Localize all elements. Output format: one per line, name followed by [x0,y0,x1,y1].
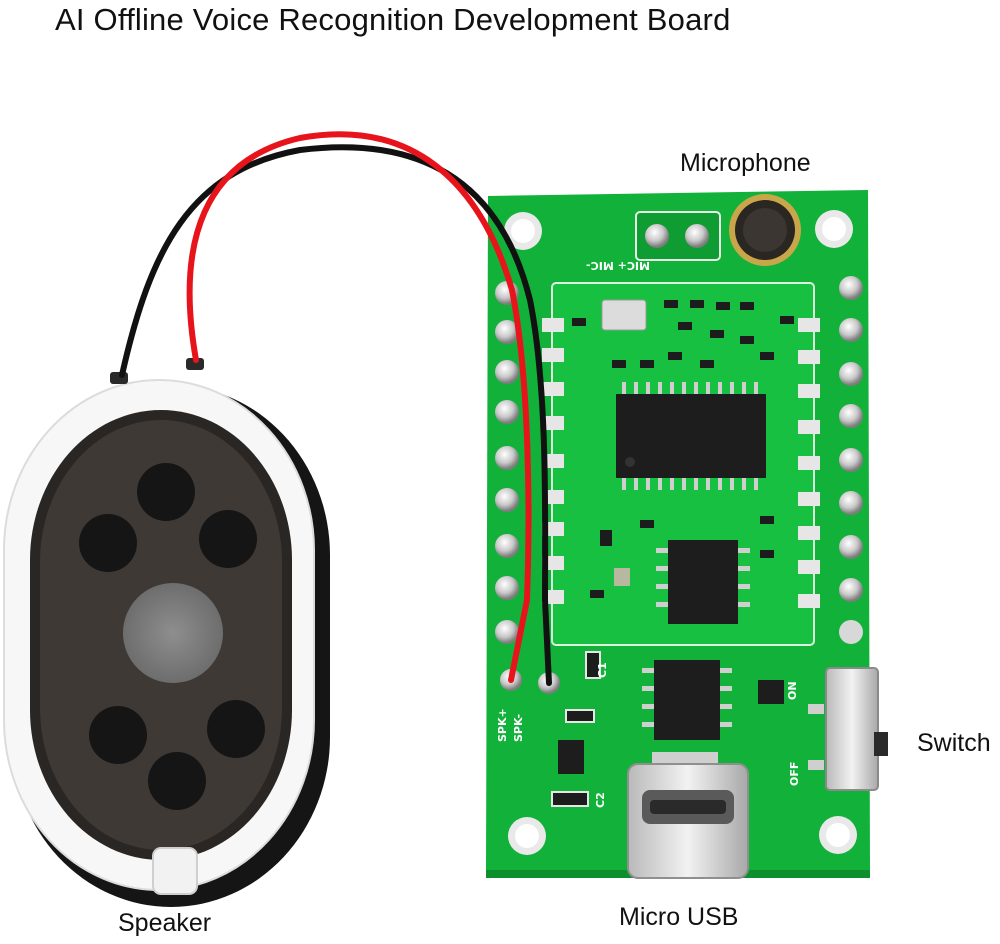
speaker-hole [148,752,206,810]
speaker-hole [89,706,147,764]
capacitor [585,651,601,679]
speaker [3,358,330,907]
speaker-cone [123,583,223,683]
off-silkscreen: OFF [788,762,801,786]
c1-silkscreen: C1 [596,662,609,678]
speaker-hole [137,463,195,521]
spk-plus-silkscreen: SPK+ [496,708,509,742]
speaker-hole [199,510,257,568]
main-ic [616,382,766,490]
microphone [729,194,801,266]
on-silkscreen: ON [786,681,799,700]
switch-label: Switch [917,729,991,757]
mounting-hole [515,824,539,848]
pcb-board: MIC+ MIC- [486,190,888,879]
speaker-terminal [186,358,204,370]
capacitor [551,791,589,807]
flash-ic [656,540,750,624]
speaker-tab [152,847,198,895]
mic-pad-silkscreen: MIC+ MIC- [586,259,650,272]
c2-silkscreen: C2 [594,792,607,808]
transistor [558,740,584,774]
micro-usb-connector [627,752,749,879]
mounting-hole [511,219,535,243]
left-header-pins [495,281,519,644]
slide-switch [808,667,888,791]
mounting-hole [826,823,850,847]
mic-pad [645,224,669,248]
red-wire [186,131,532,683]
speaker-hole [79,514,137,572]
speaker-label: Speaker [118,909,212,937]
crystal-oscillator [601,299,647,331]
mic-pad [685,224,709,248]
smd-components [572,300,794,368]
transistor [758,680,784,704]
smd-components [590,516,774,598]
spk-minus-silkscreen: SPK- [512,714,525,742]
capacitor [565,709,595,723]
right-header-pins [839,276,863,644]
microphone-label: Microphone [680,149,811,177]
amplifier-ic [642,660,732,740]
speaker-hole [207,700,265,758]
mounting-hole [822,217,846,241]
page-title: AI Offline Voice Recognition Development… [55,2,731,37]
micro-usb-label: Micro USB [619,903,739,931]
